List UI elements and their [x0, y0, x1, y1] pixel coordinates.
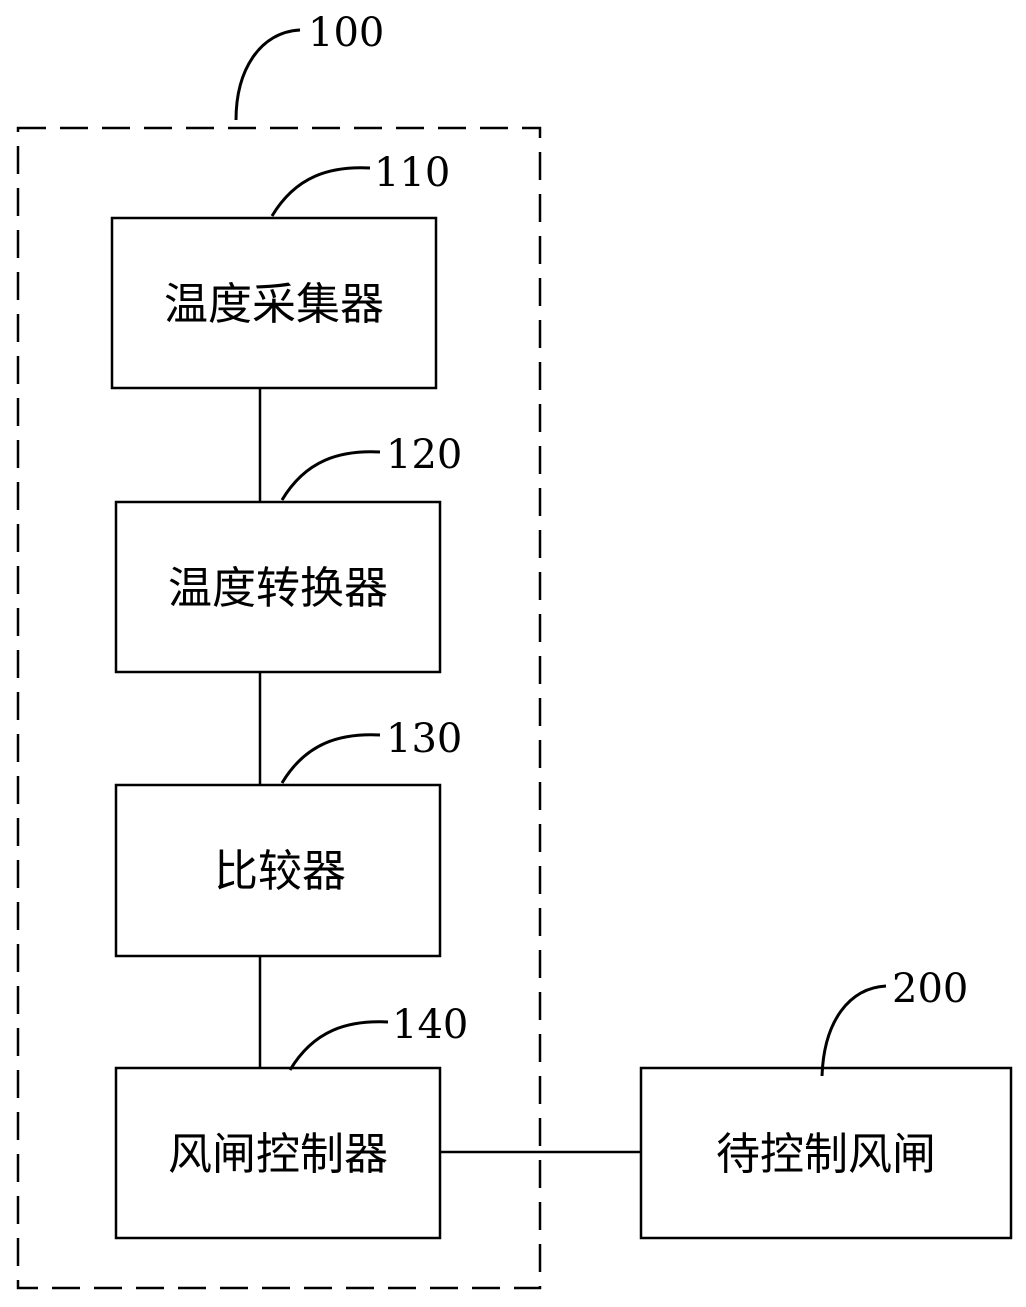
module-box-temperature-collector [110, 216, 438, 390]
module-140-leader-line [288, 1020, 389, 1071]
external-200-ref-label: 200 [892, 966, 968, 1012]
module-110-leader-line [270, 166, 371, 217]
system-boundary [16, 126, 542, 1290]
module-label-damper-controller: 风闸控制器 [168, 1129, 388, 1180]
module-label-temperature-converter: 温度转换器 [168, 563, 388, 614]
module-130-ref-label: 130 [386, 716, 462, 762]
system-leader-line [234, 28, 301, 121]
system-ref-label: 100 [308, 10, 384, 56]
module-110-ref-label: 110 [374, 150, 450, 196]
external-200-leader-line [820, 984, 887, 1077]
external-box-damper-to-control [639, 1066, 1013, 1240]
module-box-comparator [114, 783, 442, 958]
module-label-temperature-collector: 温度采集器 [164, 279, 384, 330]
module-120-ref-label: 120 [386, 432, 462, 478]
module-label-comparator: 比较器 [214, 846, 346, 897]
external-label-damper-to-control: 待控制风闸 [716, 1129, 936, 1180]
module-box-damper-controller [114, 1066, 442, 1240]
module-box-temperature-converter [114, 500, 442, 674]
module-140-ref-label: 140 [392, 1002, 468, 1048]
module-130-leader-line [280, 733, 381, 784]
module-120-leader-line [280, 450, 381, 501]
